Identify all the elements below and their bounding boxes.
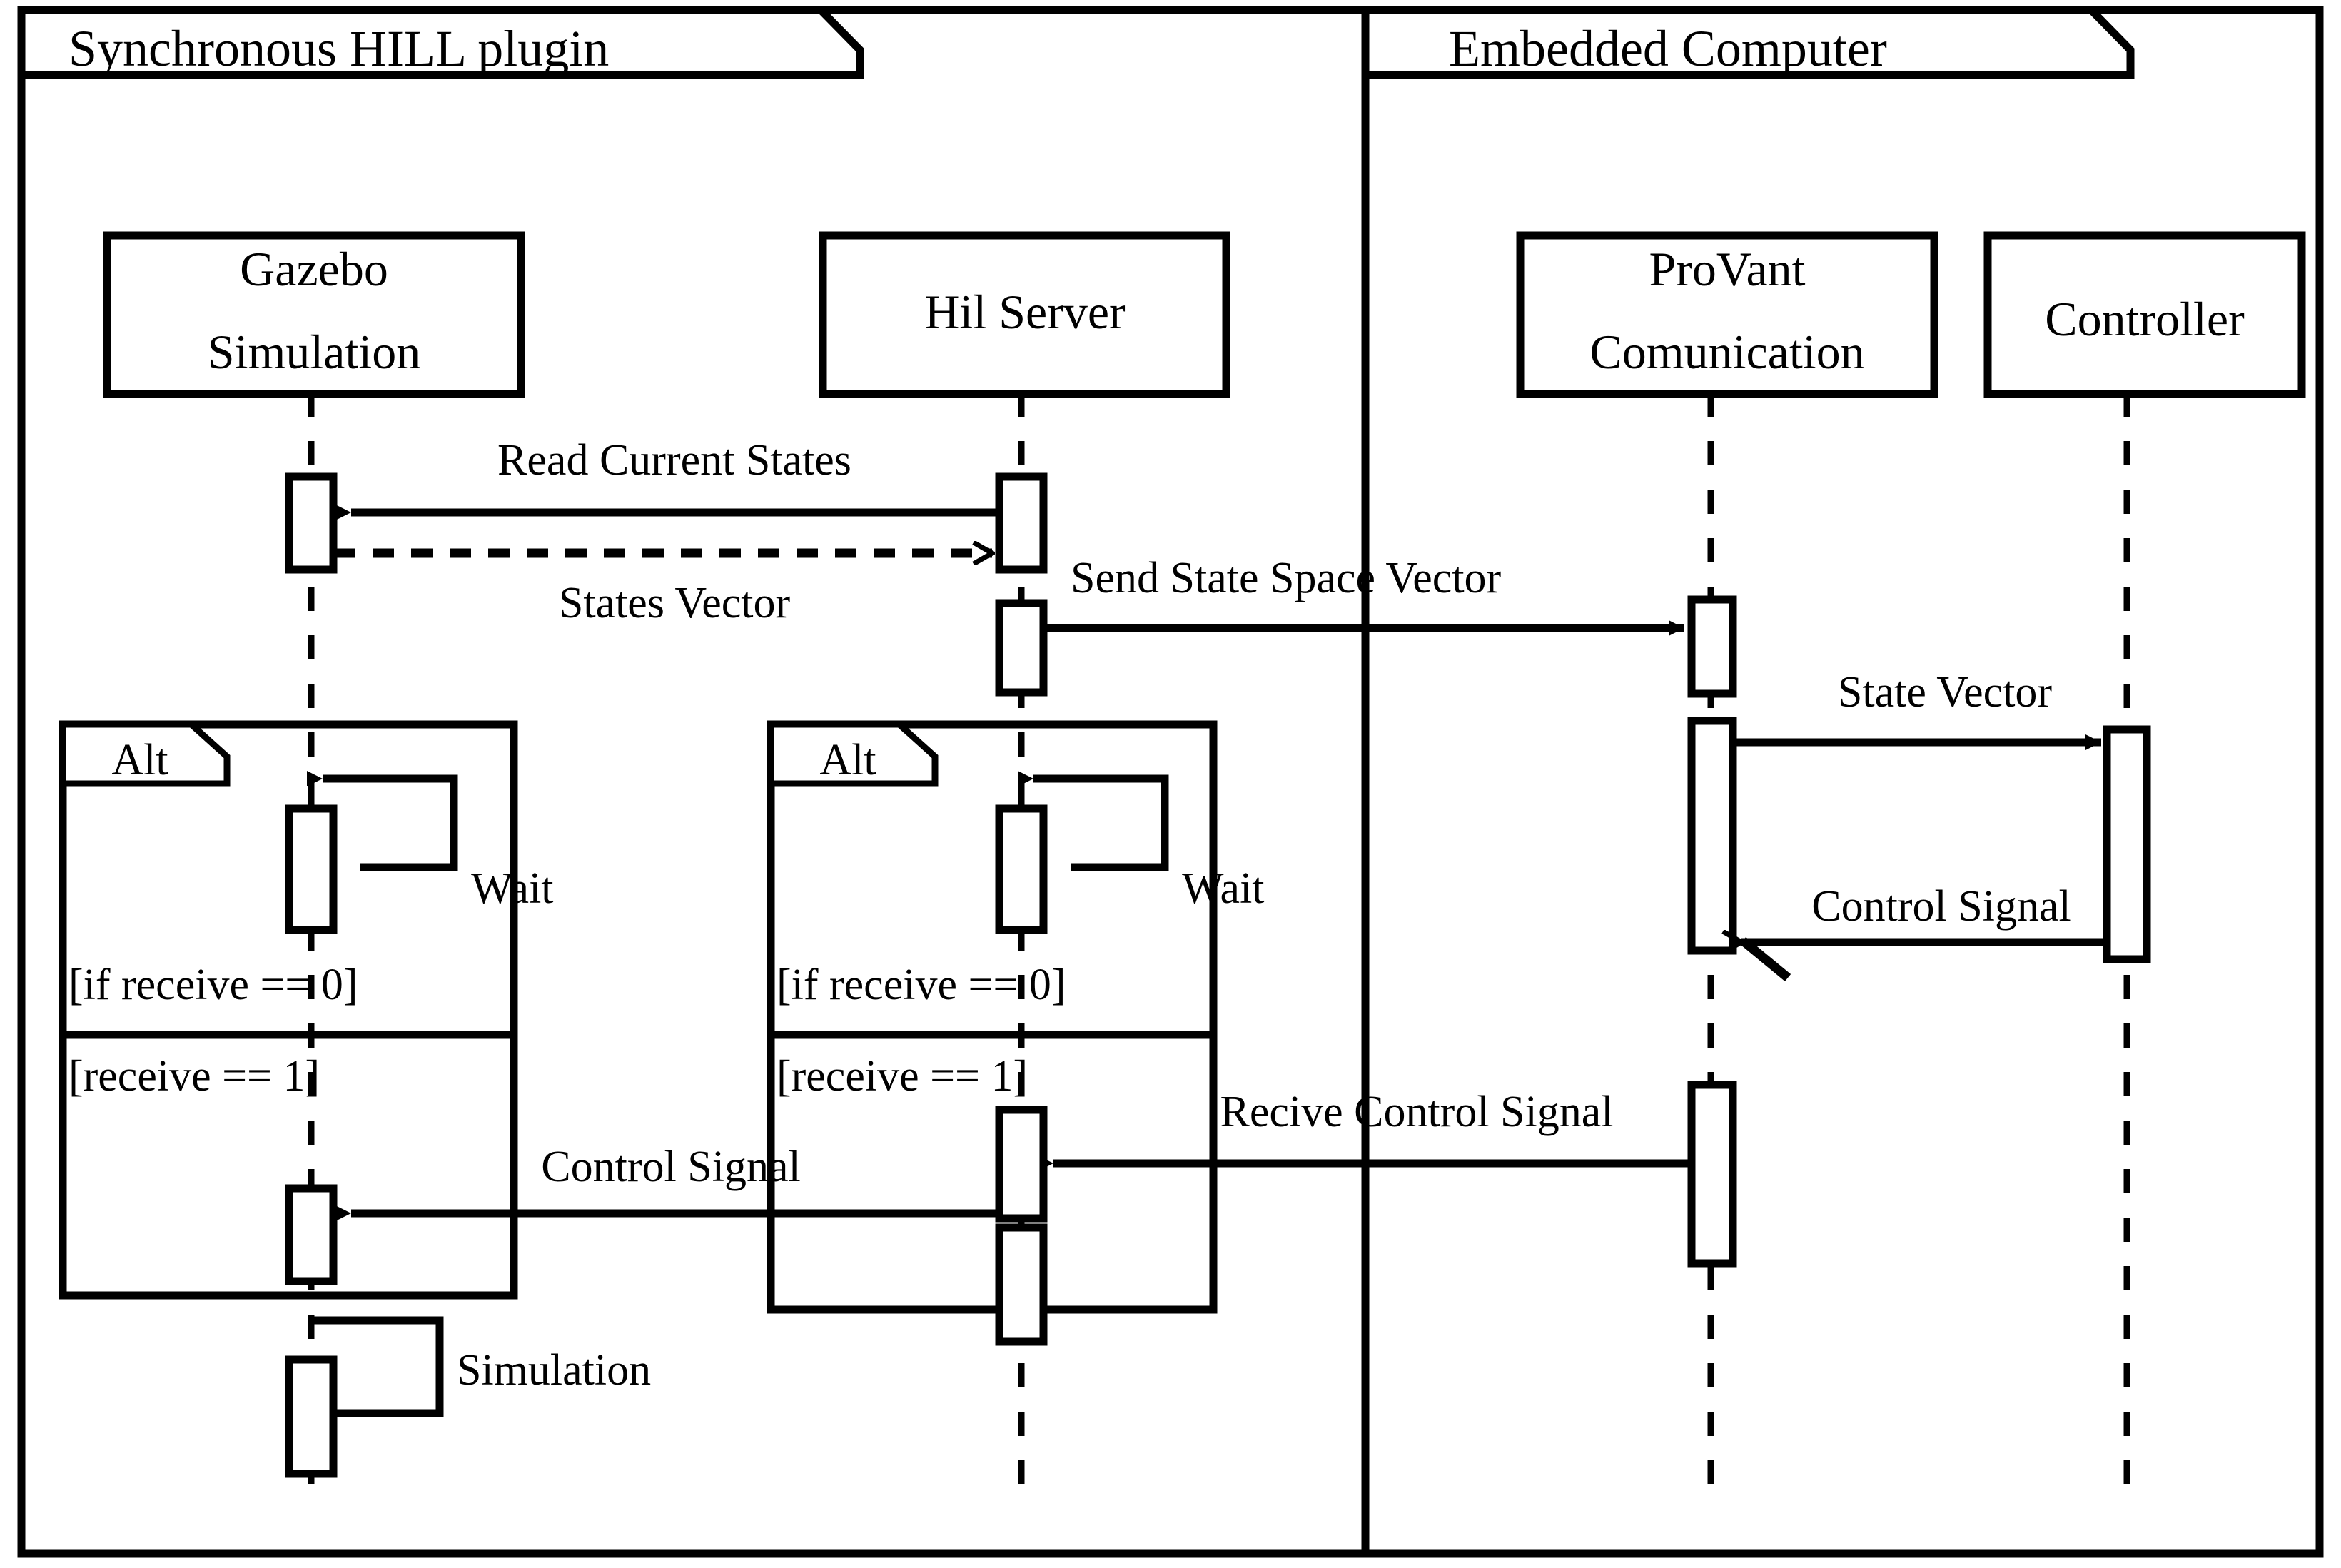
participant-label-provant-line2: Comunication bbox=[1589, 325, 1864, 379]
message-label-state-vector: State Vector bbox=[1838, 668, 2053, 717]
participant-label-controller-line1: Controller bbox=[2045, 292, 2245, 346]
alt-fragment-gazebo bbox=[59, 720, 518, 1300]
alt-guard-gazebo-1: [receive == 1] bbox=[69, 1052, 320, 1101]
activation-hilserver-wait bbox=[995, 804, 1048, 934]
alt-operator-hilserver: Alt bbox=[819, 736, 876, 784]
alt-fragment-hilserver bbox=[767, 720, 1218, 1314]
participant-box-controller[interactable] bbox=[1983, 231, 2306, 398]
activation-hilserver-4 bbox=[995, 1223, 1048, 1346]
participant-label-provant-line1: ProVant bbox=[1649, 242, 1805, 296]
message-label-simulation: Simulation bbox=[457, 1346, 651, 1395]
activation-hilserver-2 bbox=[995, 599, 1048, 697]
message-label-send-state-space-vector: Send State Space Vector bbox=[1071, 554, 1502, 602]
participant-box-hilserver[interactable] bbox=[819, 231, 1230, 398]
participant-box-provant[interactable] bbox=[1516, 231, 1938, 398]
message-label-control-signal-return: Control Signal bbox=[1811, 882, 2071, 931]
frame-right-label: Embedded Computer bbox=[1449, 20, 1887, 77]
self-message-wait-hilserver bbox=[1018, 771, 1169, 871]
message-control-signal-return bbox=[1741, 941, 2107, 982]
message-label-read-current-states: Read Current States bbox=[497, 436, 851, 485]
message-label-wait-hilserver: Wait bbox=[1182, 864, 1265, 913]
alt-guard-hilserver-1: [receive == 1] bbox=[777, 1052, 1028, 1101]
participant-label-hilserver-line1: Hil Server bbox=[924, 285, 1126, 339]
message-label-recive-control-signal: Recive Control Signal bbox=[1220, 1088, 1613, 1136]
activation-gazebo-3 bbox=[285, 1184, 338, 1285]
activation-gazebo-1 bbox=[285, 472, 338, 574]
participant-label-gazebo-line1: Gazebo bbox=[240, 242, 388, 296]
activation-provant-2 bbox=[1687, 717, 1737, 955]
activation-hilserver-1 bbox=[995, 472, 1048, 574]
activation-hilserver-3 bbox=[995, 1106, 1048, 1223]
self-message-wait-gazebo bbox=[307, 771, 458, 871]
activation-provant-3 bbox=[1687, 1081, 1737, 1268]
frame-left-tag bbox=[17, 6, 864, 79]
alt-guard-gazebo-0: [if receive == 0] bbox=[69, 961, 358, 1009]
message-label-wait-gazebo: Wait bbox=[471, 864, 554, 913]
activation-gazebo-2 bbox=[285, 804, 338, 934]
frame-left-label: Synchronous HILL plugin bbox=[69, 20, 609, 77]
alt-guard-hilserver-0: [if receive == 0] bbox=[777, 961, 1066, 1009]
frame-right-tag bbox=[1361, 6, 2135, 79]
message-label-control-signal-to-gazebo: Control Signal bbox=[541, 1143, 800, 1191]
message-label-states-vector: States Vector bbox=[559, 579, 791, 627]
alt-operator-gazebo: Alt bbox=[111, 736, 168, 784]
participant-label-gazebo-line2: Simulation bbox=[208, 325, 420, 379]
activation-controller-1 bbox=[2103, 725, 2151, 963]
participant-box-gazebo[interactable] bbox=[103, 231, 525, 398]
activation-provant-1 bbox=[1687, 595, 1737, 698]
activation-gazebo-4 bbox=[285, 1355, 338, 1478]
